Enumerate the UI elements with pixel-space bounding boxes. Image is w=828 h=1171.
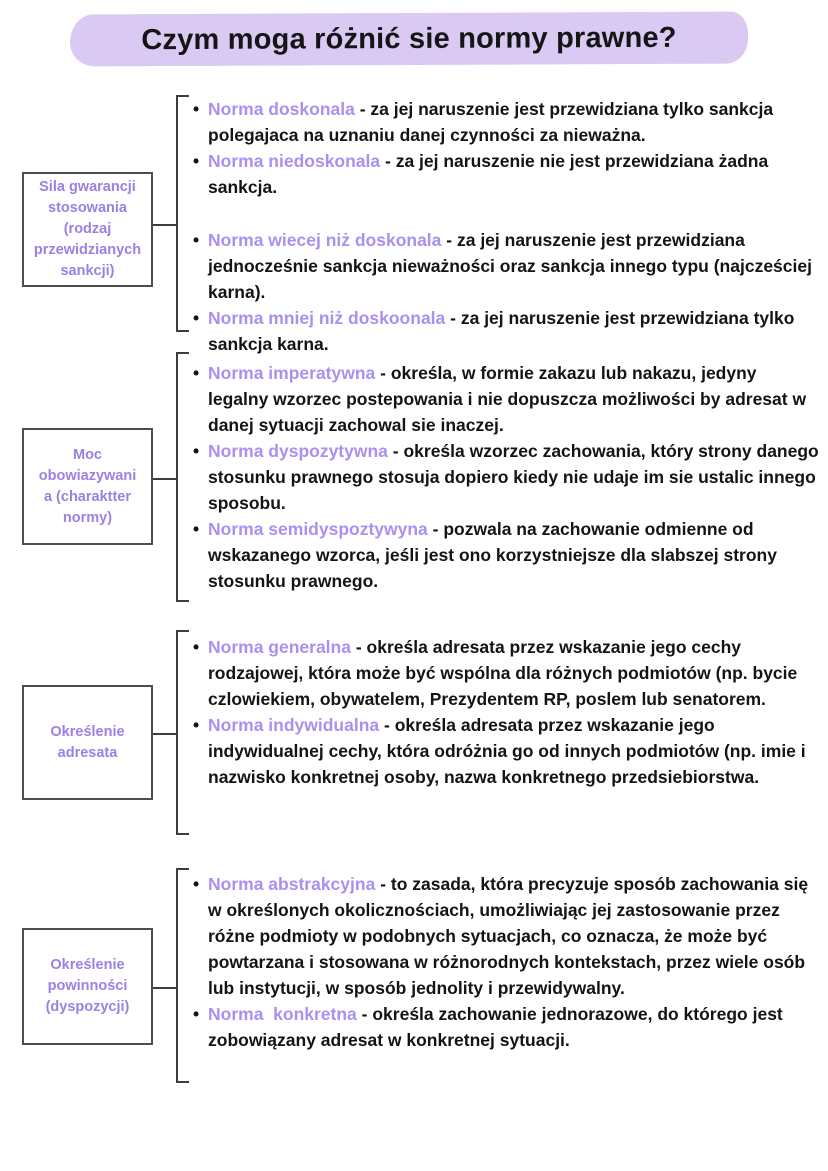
page-title: Czym moga różnić sie normy prawne? — [141, 21, 677, 56]
norm-list: Norma abstrakcyjna - to zasada, która pr… — [192, 871, 820, 1053]
category-label: Określenie powinności (dyspozycji) — [45, 957, 130, 1015]
norm-term: Norma semidyspoztywyna — [208, 519, 428, 539]
category-label: Moc obowiazywani a (charaktter normy) — [38, 446, 137, 526]
norm-item: Norma konkretna - określa zachowanie jed… — [192, 1001, 820, 1053]
norm-item: Norma dyspozytywna - określa wzorzec zac… — [192, 438, 820, 516]
norm-description: - za jej naruszenie jest przewidziana ty… — [208, 308, 795, 354]
norm-term: Norma dyspozytywna — [208, 441, 388, 461]
norm-description: - określa, w formie zakazu lub nakazu, j… — [208, 363, 807, 435]
category-box: Określenie adresata — [22, 685, 153, 800]
norm-description: - określa adresata przez wskazanie jego … — [208, 637, 798, 709]
norm-group: Norma doskonala - za jej naruszenie jest… — [192, 96, 820, 200]
norm-list: Norma doskonala - za jej naruszenie jest… — [192, 96, 820, 357]
norm-term: Norma imperatywna — [208, 363, 376, 383]
norm-term: Norma abstrakcyjna — [208, 874, 376, 894]
norm-group: Norma generalna - określa adresata przez… — [192, 634, 820, 790]
norm-term: Norma konkretna — [208, 1004, 357, 1024]
norm-description: - za jej naruszenie jest przewidziana ty… — [208, 99, 774, 145]
norm-description: - za jej naruszenie jest przewidziana je… — [208, 230, 812, 302]
norm-description: - określa adresata przez wskazanie jego … — [208, 715, 806, 787]
norm-term: Norma doskonala — [208, 99, 355, 119]
norm-group: Norma abstrakcyjna - to zasada, która pr… — [192, 871, 820, 1053]
category-label: Określenie adresata — [50, 723, 125, 761]
category-box: Sila gwarancji stosowania (rodzaj przewi… — [22, 172, 153, 287]
norm-item: Norma abstrakcyjna - to zasada, która pr… — [192, 871, 820, 1001]
bracket — [176, 630, 189, 835]
norm-item: Norma generalna - określa adresata przez… — [192, 634, 820, 712]
category-label: Sila gwarancji stosowania (rodzaj przewi… — [33, 179, 142, 279]
norm-list: Norma generalna - określa adresata przez… — [192, 634, 820, 790]
bracket — [176, 95, 189, 332]
bracket — [176, 868, 189, 1083]
connector-line — [153, 987, 176, 989]
connector-line — [153, 733, 176, 735]
bracket — [176, 352, 189, 602]
norm-description: - określa zachowanie jednorazowe, do któ… — [208, 1004, 783, 1050]
norm-item: Norma imperatywna - określa, w formie za… — [192, 360, 820, 438]
category-box: Określenie powinności (dyspozycji) — [22, 928, 153, 1045]
norm-term: Norma wiecej niż doskonala — [208, 230, 442, 250]
norm-item: Norma wiecej niż doskonala - za jej naru… — [192, 227, 820, 305]
norm-list: Norma imperatywna - określa, w formie za… — [192, 360, 820, 594]
norm-group: Norma wiecej niż doskonala - za jej naru… — [192, 227, 820, 357]
norm-description: - to zasada, która precyzuje sposób zach… — [208, 874, 809, 998]
norm-description: - określa wzorzec zachowania, który stro… — [208, 441, 819, 513]
category-box: Moc obowiazywani a (charaktter normy) — [22, 428, 153, 545]
norm-item: Norma doskonala - za jej naruszenie jest… — [192, 96, 820, 148]
norm-term: Norma generalna — [208, 637, 351, 657]
norm-group: Norma imperatywna - określa, w formie za… — [192, 360, 820, 594]
connector-line — [153, 224, 176, 226]
norm-item: Norma mniej niż doskoonala - za jej naru… — [192, 305, 820, 357]
norm-term: Norma mniej niż doskoonala — [208, 308, 446, 328]
connector-line — [153, 478, 176, 480]
norm-item: Norma niedoskonala - za jej naruszenie n… — [192, 148, 820, 200]
norm-term: Norma indywidualna — [208, 715, 380, 735]
norm-item: Norma indywidualna - określa adresata pr… — [192, 712, 820, 790]
norm-item: Norma semidyspoztywyna - pozwala na zach… — [192, 516, 820, 594]
norm-description: - za jej naruszenie nie jest przewidzian… — [208, 151, 769, 197]
norm-term: Norma niedoskonala — [208, 151, 381, 171]
norm-description: - pozwala na zachowanie odmienne od wska… — [208, 519, 777, 591]
title-highlight: Czym moga różnić sie normy prawne? — [69, 11, 749, 67]
